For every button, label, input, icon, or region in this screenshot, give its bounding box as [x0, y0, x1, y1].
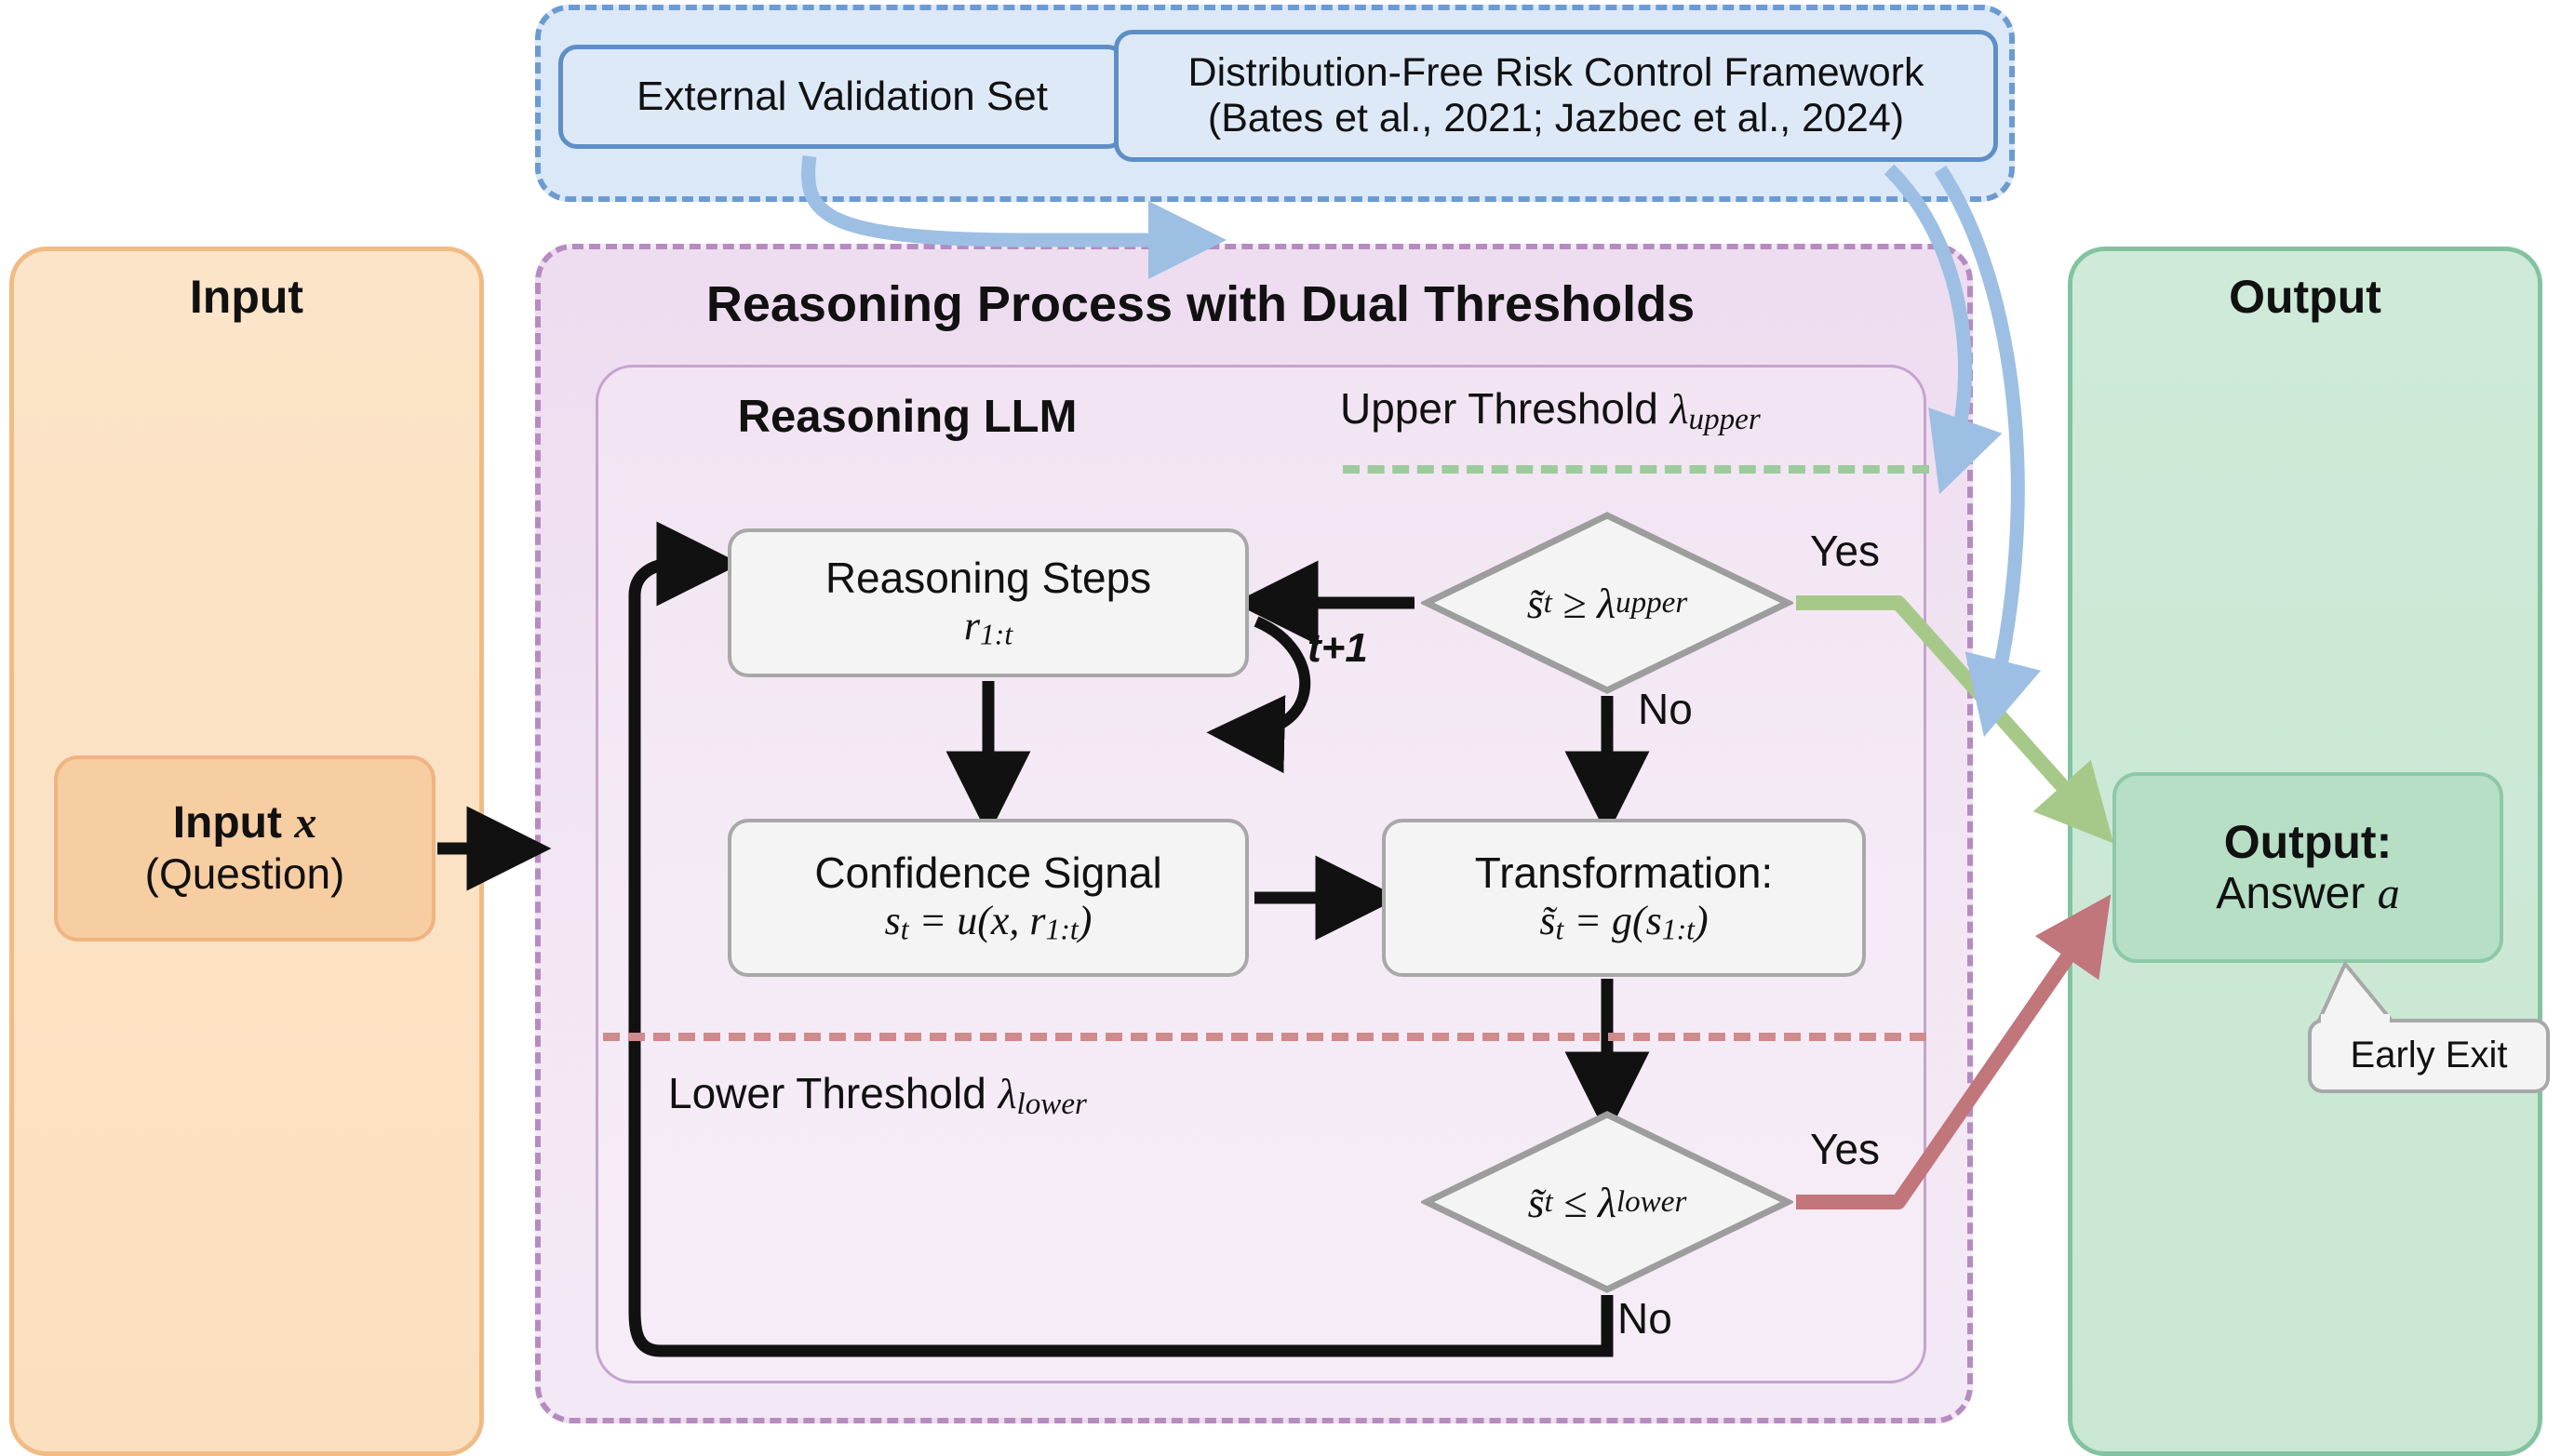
output-answer-node[interactable]: Output: Answer a	[2112, 772, 2503, 963]
output-node-answer: Answer a	[2216, 868, 2400, 918]
framework-title: Distribution-Free Risk Control Framework	[1187, 49, 1924, 95]
input-x-label: Input x	[172, 798, 317, 848]
input-question-label: (Question)	[144, 849, 345, 899]
diamond-shape-lower	[1418, 1111, 1796, 1293]
input-panel-header: Input	[189, 271, 304, 323]
upper-threshold-label: Upper Threshold λupper	[1340, 384, 1761, 436]
output-panel-header: Output	[2229, 271, 2381, 323]
diamond-shape-upper	[1418, 512, 1796, 694]
framework-citation: (Bates et al., 2021; Jazbec et al., 2024…	[1207, 96, 1905, 140]
confidence-signal-node[interactable]: Confidence Signal st = u(x, r1:t)	[728, 819, 1249, 977]
lower-threshold-line	[603, 1033, 1926, 1041]
reasoning-steps-node[interactable]: Reasoning Steps r1:t	[728, 528, 1249, 677]
early-exit-label: Early Exit	[2350, 1035, 2508, 1076]
upper-threshold-line	[1343, 465, 1929, 474]
edge-label-upper-no: No	[1638, 685, 1693, 733]
reasoning-llm-header: Reasoning LLM	[737, 392, 1078, 442]
edge-label-loop-increment: t+1	[1307, 625, 1368, 671]
transformation-node[interactable]: Transformation: s̃t = g(s1:t)	[1382, 819, 1866, 977]
external-validation-set-label: External Validation Set	[637, 73, 1048, 119]
transformation-formula: s̃t = g(s1:t)	[1539, 897, 1709, 946]
process-panel-header: Reasoning Process with Dual Thresholds	[705, 276, 1696, 332]
confidence-signal-formula: st = u(x, r1:t)	[884, 897, 1093, 946]
edge-label-upper-yes: Yes	[1810, 527, 1881, 575]
transformation-title: Transformation:	[1474, 848, 1774, 898]
lower-threshold-label: Lower Threshold λlower	[668, 1069, 1087, 1121]
risk-control-framework-node[interactable]: Distribution-Free Risk Control Framework…	[1114, 30, 1998, 162]
confidence-signal-title: Confidence Signal	[814, 848, 1162, 898]
reasoning-steps-formula: r1:t	[963, 602, 1013, 651]
reasoning-steps-title: Reasoning Steps	[825, 554, 1152, 603]
early-exit-callout: Early Exit	[2308, 1019, 2550, 1093]
edge-label-lower-yes: Yes	[1810, 1125, 1881, 1173]
output-node-title: Output:	[2223, 815, 2393, 868]
external-validation-set-node[interactable]: External Validation Set	[558, 45, 1126, 149]
input-x-node[interactable]: Input x (Question)	[54, 755, 436, 942]
edge-label-lower-no: No	[1617, 1294, 1672, 1342]
